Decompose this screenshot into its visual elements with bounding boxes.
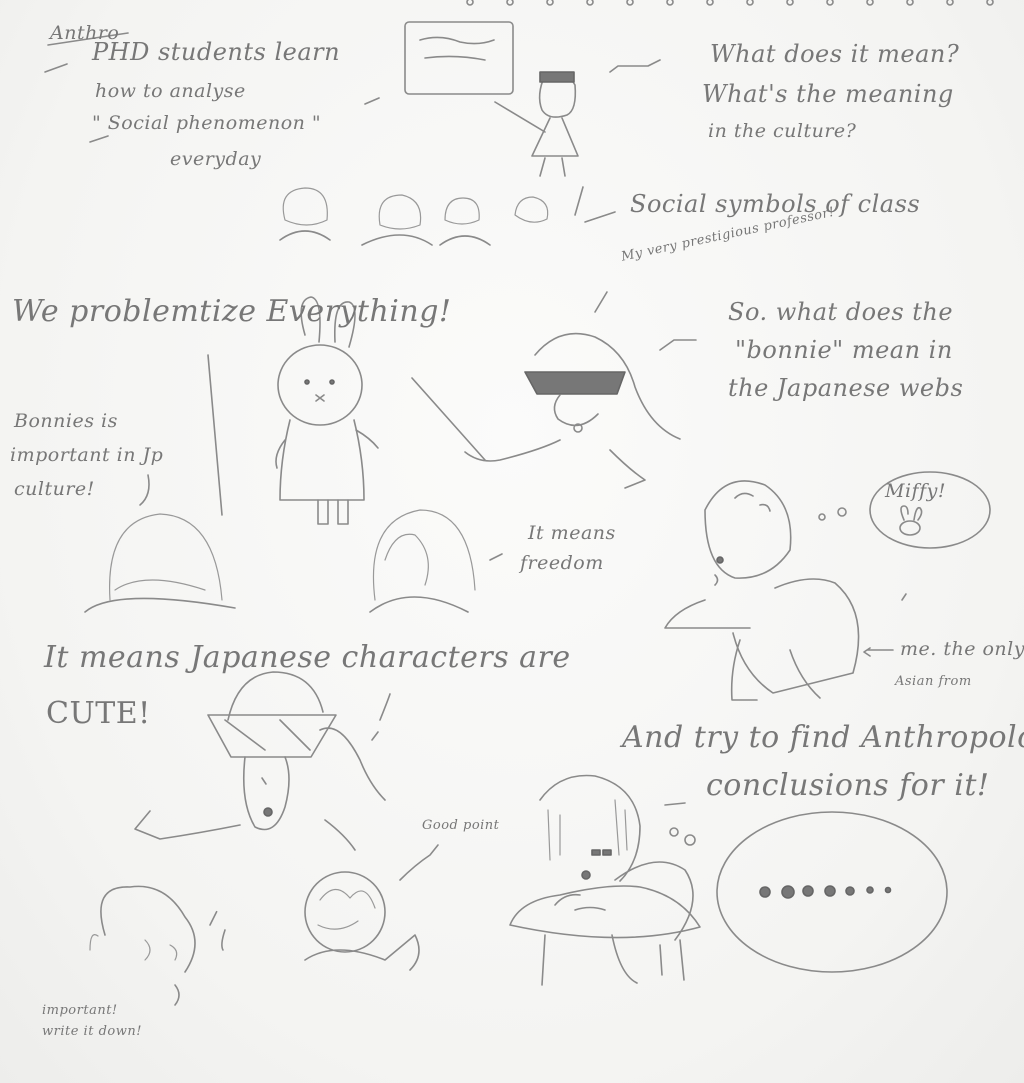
note-miffy: Miffy! xyxy=(885,480,946,502)
note-cute-2: CUTE! xyxy=(46,696,151,731)
note-anthro: Anthro xyxy=(50,22,120,44)
bottom-students-drawing xyxy=(89,844,439,1006)
note-bunnies-1: Bonnies is xyxy=(14,410,118,432)
note-phd-2: how to analyse xyxy=(95,80,246,102)
note-bunnies-2: important in Jp xyxy=(10,444,164,466)
note-anthro-conc-2: conclusions for it! xyxy=(706,768,990,803)
student-at-desk-drawing xyxy=(509,774,948,986)
professor-drawing xyxy=(411,291,697,489)
me-at-desk-drawing xyxy=(664,471,991,701)
note-phd-4: everyday xyxy=(170,148,262,170)
sunglasses-person-drawing xyxy=(134,671,391,851)
note-freedom-2: freedom xyxy=(520,552,604,574)
note-social-symbols: Social symbols of class xyxy=(630,190,921,218)
note-phd-1: PHD students learn xyxy=(92,38,341,66)
whiteboard-teacher-drawing xyxy=(404,21,661,177)
note-meaning-2: What's the meaning xyxy=(702,80,954,108)
note-anthro-conc-1: And try to find Anthropolo xyxy=(622,720,1024,755)
note-bunnie-q3: the Japanese webs xyxy=(728,374,964,402)
note-bunnie-q2: "bonnie" mean in xyxy=(735,336,953,364)
anthro-arrow xyxy=(44,63,68,73)
note-me-2: Asian from xyxy=(895,674,972,689)
note-good-point: Good point xyxy=(422,818,500,833)
anthro-underline xyxy=(47,32,129,46)
note-meaning-3: in the culture? xyxy=(708,120,857,142)
binding-holes xyxy=(466,0,994,6)
note-bunnies-3: culture! xyxy=(14,478,95,500)
bunny-drawing xyxy=(275,296,379,525)
note-freedom-1: It means xyxy=(528,522,616,544)
note-me-1: me. the only xyxy=(900,638,1024,660)
note-important-1: important! xyxy=(42,1003,118,1018)
note-problematize: We problemtize Everything! xyxy=(12,294,452,329)
students-row-drawing xyxy=(279,186,616,246)
note-important-2: write it down! xyxy=(42,1024,142,1039)
note-meaning-1: What does it mean? xyxy=(710,40,960,68)
student-back-heads-drawing xyxy=(84,474,503,613)
note-cute-1: It means Japanese characters are xyxy=(44,640,571,675)
note-phd-3: " Social phenomenon " xyxy=(92,112,322,134)
note-bunnie-q1: So. what does the xyxy=(728,298,954,326)
